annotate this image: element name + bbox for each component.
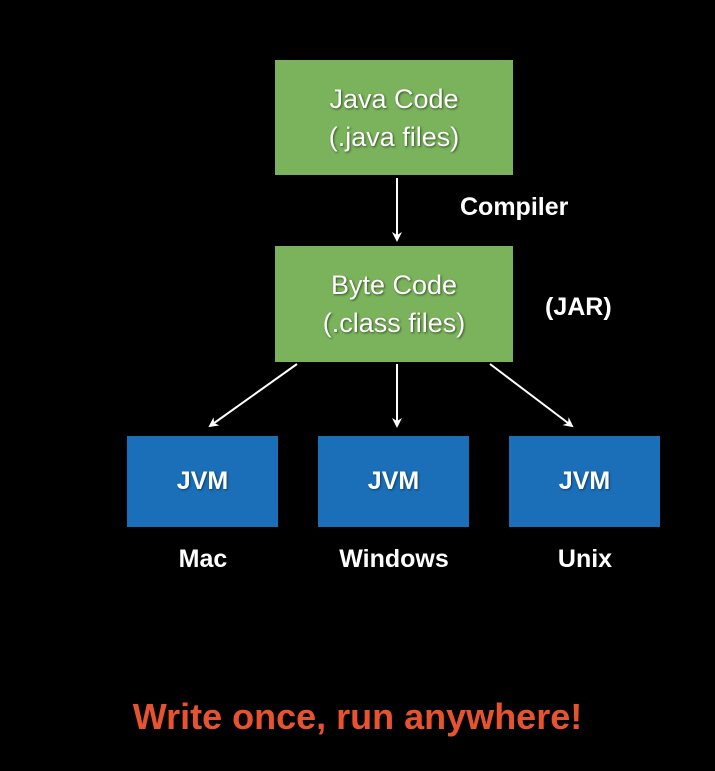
byte-code-subtitle: (.class files) [322, 308, 466, 338]
compiler-label: Compiler [460, 193, 569, 221]
arrow-to-unix-jvm [489, 363, 574, 428]
tagline: Write once, run anywhere! [132, 696, 583, 737]
jvm-box-unix: JVM [509, 436, 660, 527]
arrow-to-mac-jvm [208, 363, 298, 428]
platform-label-windows: Windows [339, 545, 449, 573]
jar-label: (JAR) [545, 293, 612, 321]
byte-code-title: Byte Code [330, 270, 458, 300]
java-code-box: Java Code (.java files) [275, 60, 513, 175]
jvm-box-windows: JVM [318, 436, 469, 527]
jvm-box-windows-label: JVM [367, 467, 420, 495]
java-code-title: Java Code [329, 83, 459, 114]
jvm-box-mac-label: JVM [176, 467, 229, 495]
java-code-subtitle: (.java files) [328, 121, 460, 152]
platform-label-unix: Unix [557, 545, 613, 573]
byte-code-box: Byte Code (.class files) [275, 246, 513, 362]
jvm-box-mac: JVM [127, 436, 278, 527]
jvm-box-unix-label: JVM [558, 467, 611, 495]
platform-label-mac: Mac [178, 545, 228, 573]
